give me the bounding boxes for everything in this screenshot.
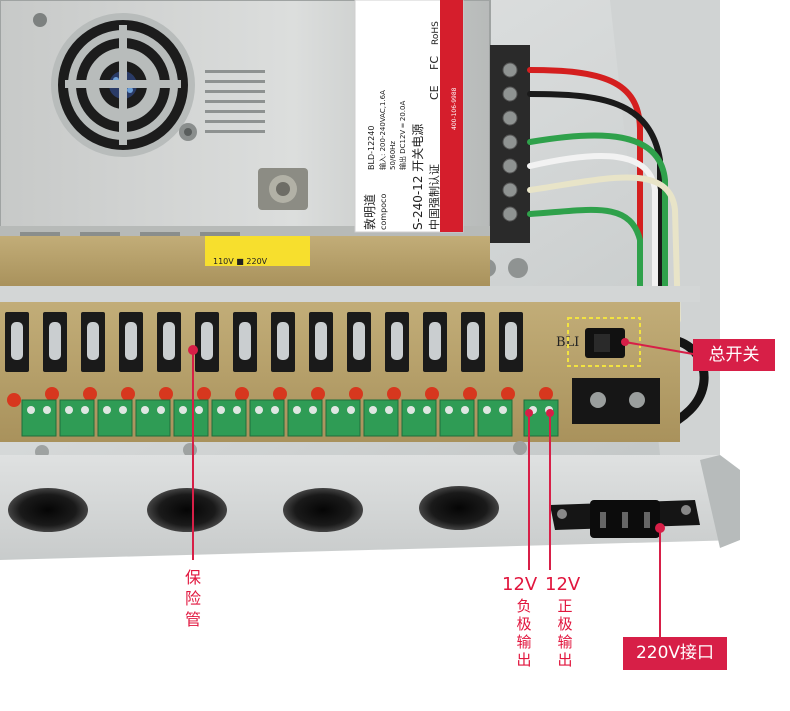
negative-output-callout: 负极输出	[516, 597, 532, 669]
psu-brand: 敦明道	[362, 194, 377, 230]
board-brand: BLI	[556, 335, 579, 350]
rohs-mark: RoHS	[431, 21, 441, 45]
psu-label: 敦明道 compoco BLD-12240 输入: 200-240VAC,1.6…	[354, 0, 464, 233]
psu-service-line: 400-106-9988	[451, 87, 458, 130]
positive-voltage-label: 12V	[545, 574, 581, 595]
psu-input-line: 输入: 200-240VAC,1.6A	[378, 90, 387, 170]
psu-freq-line: 50/60Hz	[389, 141, 397, 170]
main-switch-callout: 总开关	[693, 339, 775, 371]
psu-model-line: BLD-12240	[367, 126, 376, 170]
fuse-row	[5, 312, 523, 372]
ce-mark: CE	[428, 85, 441, 100]
output-terminal-row	[21, 399, 559, 437]
fcc-mark: FC	[428, 56, 441, 70]
fuse-callout: 保险管	[184, 568, 201, 629]
power-switch	[567, 317, 641, 367]
psu-terminal-block	[478, 45, 530, 278]
led-row	[7, 387, 553, 407]
psu-brand-en: compoco	[379, 194, 388, 230]
input-switch-warning: 110V ■ 220V	[213, 257, 268, 266]
cable-grommets	[8, 486, 499, 532]
switching-power-supply	[0, 0, 491, 248]
callout-lines	[188, 338, 694, 637]
psu-model-series: S-240-12 开关电源	[411, 124, 425, 230]
psu-certification: 中国强制认证	[428, 164, 441, 230]
negative-voltage-label: 12V	[502, 574, 538, 595]
ac-input-terminal	[572, 378, 660, 424]
positive-output-callout: 正极输出	[557, 597, 573, 669]
wiring	[527, 67, 709, 437]
ac-socket-icon	[550, 500, 700, 538]
ac-port-callout: 220V接口	[623, 637, 727, 670]
front-panel	[0, 455, 740, 560]
psu-output-line: 输出 DC12V ═ 20.0A	[398, 101, 407, 170]
fan-icon	[51, 13, 195, 157]
